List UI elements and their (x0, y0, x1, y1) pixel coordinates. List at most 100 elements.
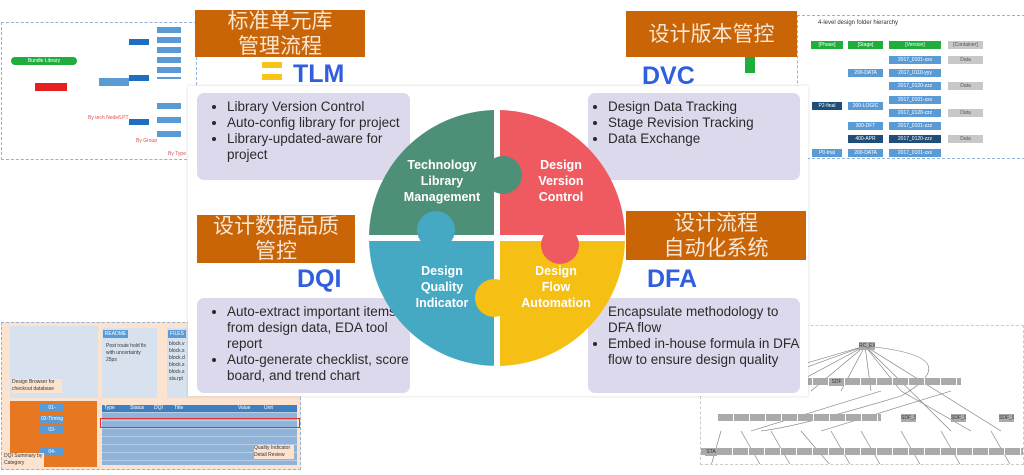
hierarchy-caption: 4-level design folder hierarchy (818, 20, 899, 26)
file-item: sta.rpt (169, 376, 183, 382)
table-header: Status (130, 405, 145, 411)
graph-node: SDF (829, 378, 844, 386)
tlm-bullet: Library Version Control (227, 99, 410, 115)
dqi-bullet: Auto-extract important items from design… (227, 304, 410, 352)
readme-panel (102, 328, 157, 398)
header-version: [Version] (889, 41, 941, 49)
tlm-acronym: TLM (293, 60, 345, 88)
graph-leaf-row (701, 448, 1023, 455)
container-node: Data (948, 109, 983, 117)
container-node: Data (948, 56, 983, 64)
green-connector (745, 55, 755, 73)
version-node: 2017_0120-zzz (889, 82, 941, 90)
table-header: Type (104, 405, 115, 411)
puzzle-label-line: Flow (542, 280, 571, 294)
tlm-bullet: Auto-config library for project (227, 115, 410, 131)
tree-node (129, 119, 149, 125)
version-node: 2017_0101-xxx (889, 96, 941, 104)
tree-node (157, 103, 181, 143)
graph-node: SDF_SI (951, 414, 966, 422)
stage-node: 200-LOGIC (848, 102, 883, 110)
table-header: Value (238, 405, 251, 411)
version-node: 2017_0120-zzz (889, 135, 941, 143)
readme-header: README (103, 330, 128, 338)
tlm-feature-box: Library Version Control Auto-config libr… (197, 93, 410, 180)
browser-label: Design Browser for checkout database (12, 379, 62, 393)
category: 02-Timing (40, 415, 64, 423)
yellow-nodes (262, 62, 282, 82)
files-panel (167, 328, 189, 398)
dfa-title: 设计流程 自动化系统 (626, 211, 806, 260)
version-node: 2017_0120-zzz (889, 109, 941, 117)
dvc-acronym: DVC (642, 62, 695, 90)
tree-label: By Group (136, 138, 158, 144)
version-node: 2017_0101-zzz (889, 122, 941, 130)
dfa-acronym: DFA (647, 265, 697, 293)
tlm-tab (484, 156, 522, 194)
dfa-bullet: Encapsulate methodology to DFA flow (608, 304, 800, 336)
graph-root-node: RC_EXT (859, 342, 875, 350)
tlm-bullet: Library-updated-aware for project (227, 131, 410, 163)
header-stage: [Stage] (848, 41, 883, 49)
files-header: FILES (168, 330, 186, 338)
tree-node (129, 75, 149, 81)
dvc-bullet: Data Exchange (608, 131, 800, 147)
puzzle-label-line: Technology (407, 158, 476, 172)
tree-node (129, 39, 149, 45)
puzzle-label-line: Indicator (416, 296, 469, 310)
tree-node (35, 83, 67, 91)
stage-node: 200-DATA (848, 149, 883, 157)
dqi-tab (417, 211, 455, 249)
version-node: 2017_0110-yyy (889, 69, 941, 77)
dfa-bullet: Embed in-house formula in DFA flow to en… (608, 336, 800, 368)
file-item: block.s (169, 369, 185, 375)
table-header: Unit (264, 405, 273, 411)
dqi-table-header-row (102, 405, 297, 412)
tree-node (157, 27, 181, 79)
stage-node: 400-APR (848, 135, 883, 143)
phase-node: P0-trial (812, 149, 842, 157)
highlight-row (100, 418, 300, 428)
dfa-tab (475, 279, 513, 317)
category: 03-Reliability (40, 426, 64, 434)
version-node: 2017_0101-xxx (889, 56, 941, 64)
puzzle-label-line: Design (421, 264, 463, 278)
dqi-acronym: DQI (297, 265, 342, 293)
file-item: block.d (169, 355, 185, 361)
table-header: DQI (154, 405, 163, 411)
category: 01-LogicRule (40, 404, 64, 412)
dfa-flow-graph-image: RC_EXT SDF SDF_SI SDF_SI SDF_SI STA (700, 325, 1024, 465)
header-phase: [Phase] (811, 41, 843, 49)
tree-root-node: Bundle Library (11, 57, 77, 65)
readme-text: Post route hold fix with uncertainty 25p… (106, 343, 147, 363)
puzzle-label-line: Quality (421, 280, 463, 294)
puzzle-label-line: Automation (521, 296, 590, 310)
file-item: block.v (169, 341, 185, 347)
puzzle-label-line: Management (404, 190, 481, 204)
tlm-title: 标准单元库 管理流程 (195, 9, 365, 58)
stage-node: 300-DFT (848, 122, 883, 130)
puzzle-label-line: Design (535, 264, 577, 278)
dvc-folder-hierarchy-image: 4-level design folder hierarchy [Phase] … (797, 15, 1024, 159)
puzzle-label-line: Library (421, 174, 463, 188)
graph-node: SDF_SI (901, 414, 916, 422)
category: 04-Physical (40, 448, 64, 456)
dvc-feature-box: Design Data Tracking Stage Revision Trac… (588, 93, 800, 180)
phase-node: P2-final (812, 102, 842, 110)
dvc-title: 设计版本管控 (626, 11, 797, 57)
file-item: block.s (169, 362, 185, 368)
version-node: 2017_0101-xxx (889, 149, 941, 157)
summary-label: DQI Summary by Category (4, 453, 44, 467)
puzzle-label-line: Design (540, 158, 582, 172)
dvc-bullet: Design Data Tracking (608, 99, 800, 115)
file-item: block.s (169, 348, 185, 354)
tree-label: By Type (168, 151, 186, 157)
tree-node (99, 78, 129, 86)
graph-mid2-row (718, 414, 881, 421)
dvc-tab (541, 226, 579, 264)
